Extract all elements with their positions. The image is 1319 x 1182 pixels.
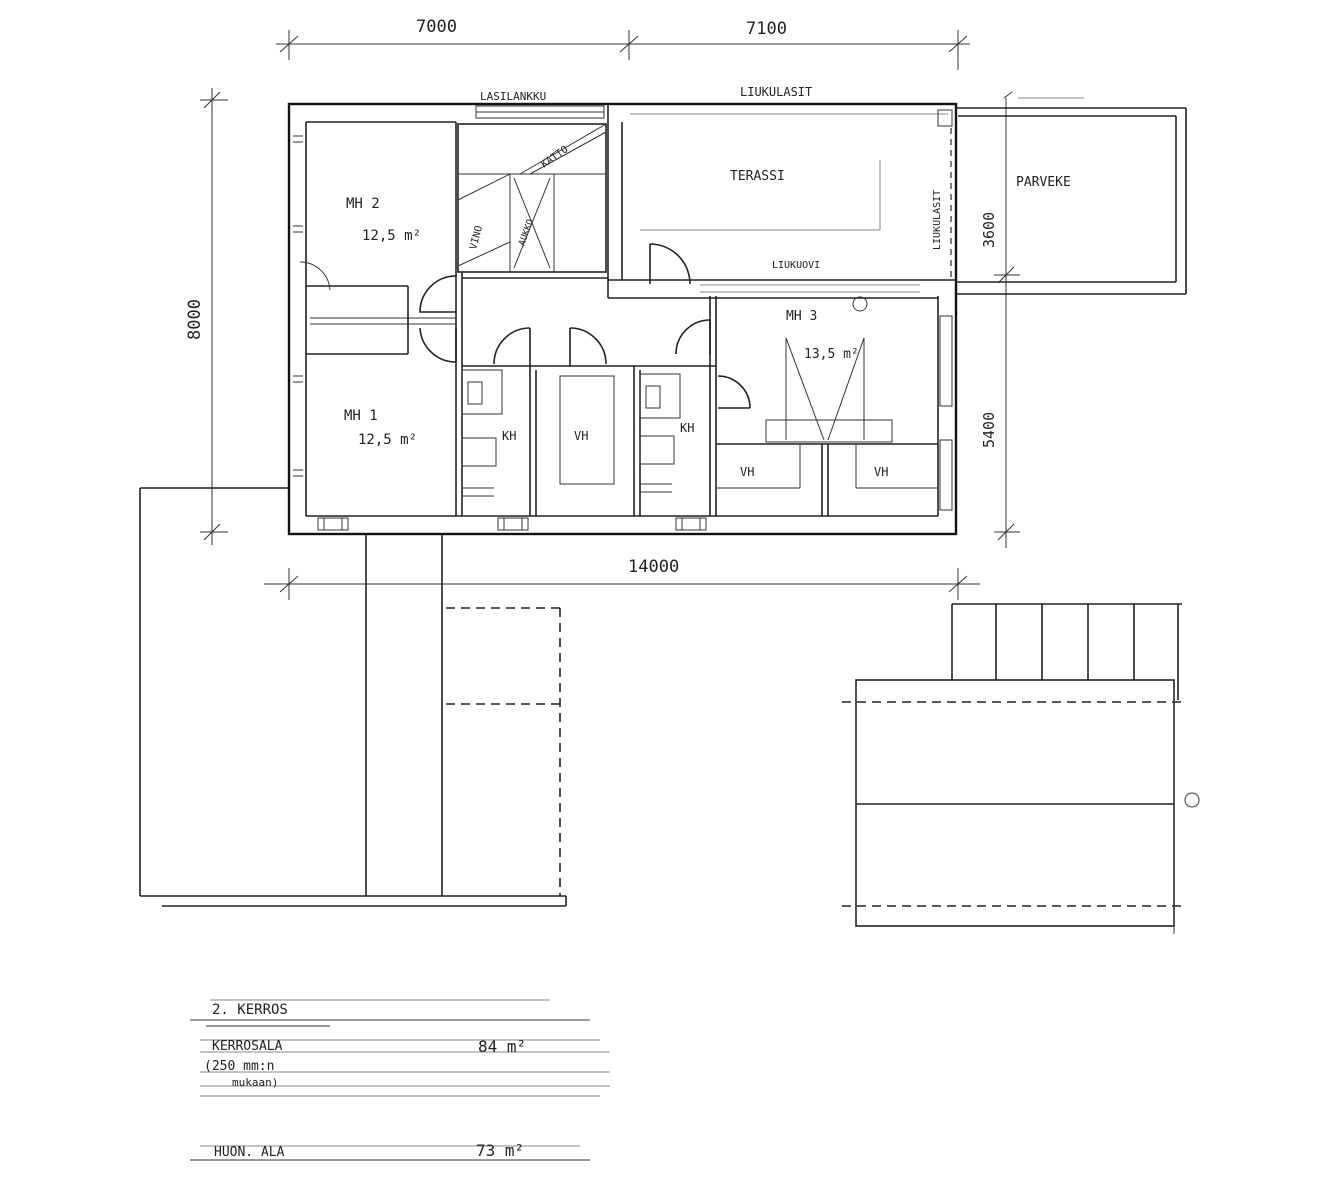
room-kh1: KH [502,429,516,443]
dim-top-right: 7100 [746,19,787,39]
label-parveke: PARVEKE [1016,175,1071,190]
label-katto: KATTO [539,144,570,170]
dim-left: 8000 [185,299,205,340]
legend-floor: 2. KERROS [212,1002,288,1018]
dim-right-lower: 5400 [980,412,998,448]
legend-kerrosala-value: 84 m² [478,1037,526,1056]
label-liukuovi: LIUKUOVI [772,260,820,271]
label-lasilankku: LASILANKKU [480,90,546,103]
label-liukulasit-top: LIUKULASIT [740,85,812,99]
room-mh3-name: MH 3 [786,309,817,324]
label-terassi: TERASSI [730,169,785,184]
legend-lines [190,999,610,1161]
room-mh3-area: 13,5 m² [804,347,859,362]
room-mh1-name: MH 1 [344,408,378,424]
lasilankku-strip [475,105,605,119]
legend-huoneistoala-value: 73 m² [476,1141,524,1160]
terrace-area [607,104,956,299]
room-vh3: VH [874,465,888,479]
dim-right-upper: 3600 [980,212,998,248]
lower-floor-outline [139,487,567,907]
label-liukulasit-side: LIUKULASIT [932,190,943,250]
dim-top-left: 7000 [416,17,457,37]
room-mh2-area: 12,5 m² [362,228,421,244]
exterior-walls [287,102,958,536]
label-aukko: AUKKO [517,218,536,247]
bathroom-fixtures [461,296,868,497]
label-vino: VINO [468,225,485,251]
room-kh2: KH [680,421,694,435]
room-mh2-name: MH 2 [346,196,380,212]
garage-outline [842,603,1200,934]
stair-opening [457,123,607,273]
door-swings [299,243,751,409]
chimney-circle [852,296,868,312]
room-vh2: VH [740,465,754,479]
legend-kerrosala-label: KERROSALA [212,1039,283,1054]
room-mh1-area: 12,5 m² [358,432,417,448]
legend-huoneistoala-label: HUON. ALA [214,1145,285,1160]
legend-note-line2: mukaan) [232,1076,278,1089]
legend-note-line1: (250 mm:n [204,1059,274,1074]
balcony-area [956,97,1187,295]
dimension-lines [200,30,1020,600]
dim-bottom: 14000 [628,557,679,577]
room-vh1: VH [574,429,588,443]
